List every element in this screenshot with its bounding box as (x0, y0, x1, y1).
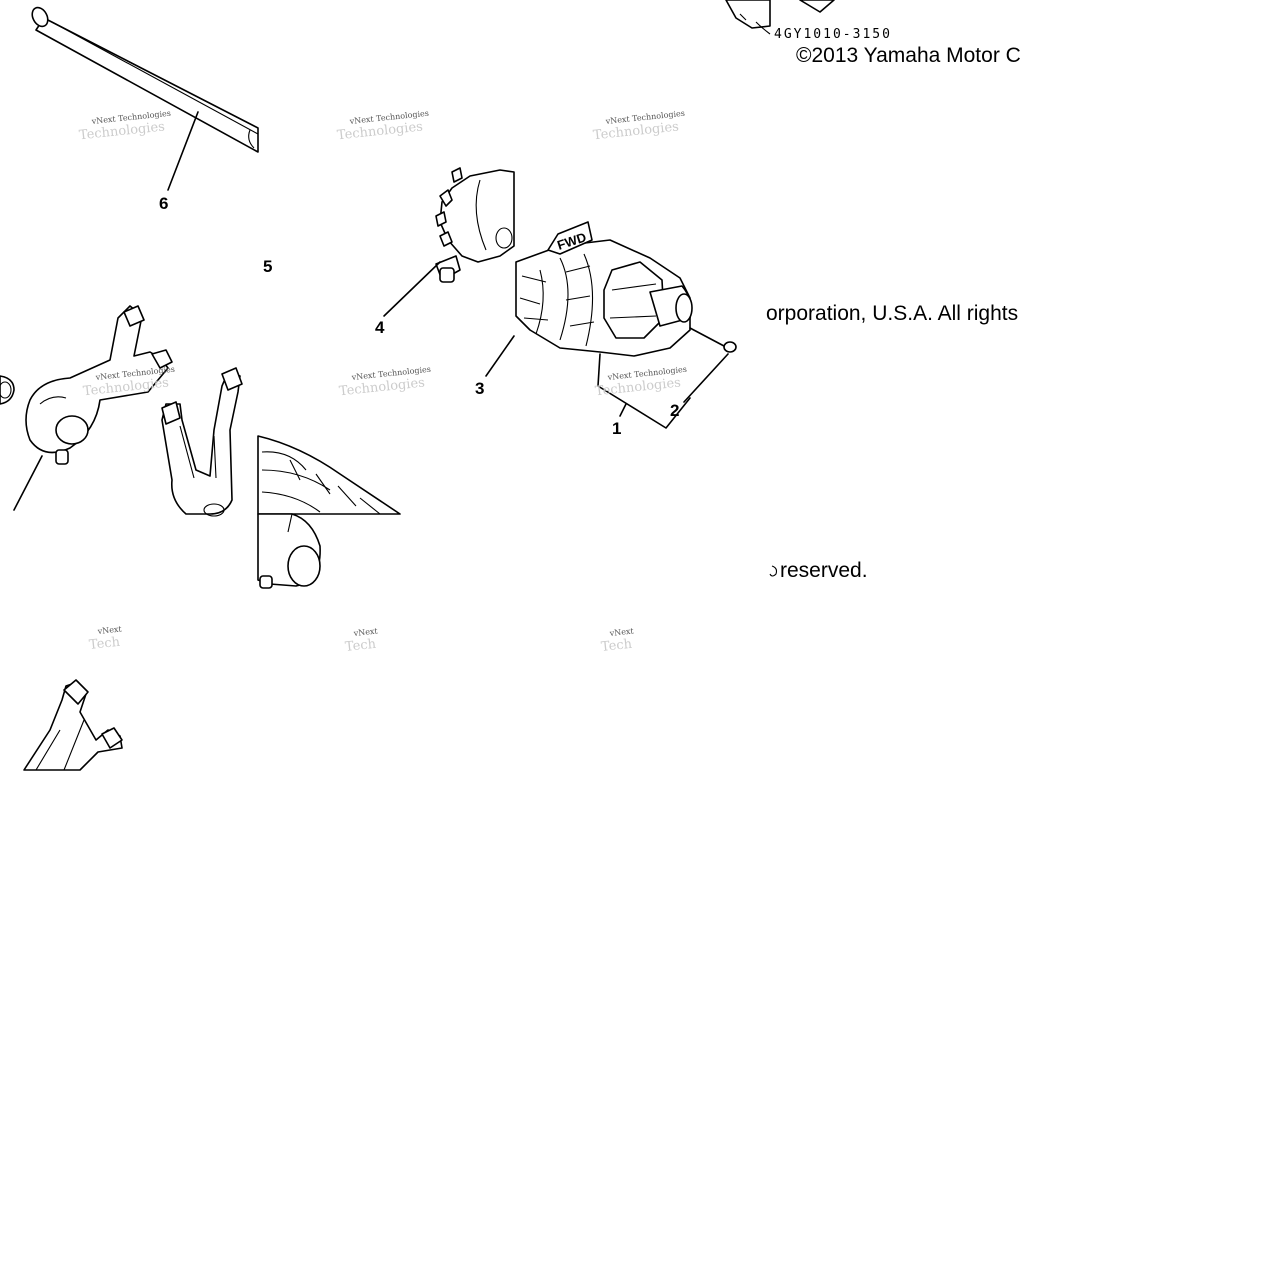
bracket-1 (597, 353, 691, 429)
leader-line-2 (683, 327, 729, 403)
leader-line-1 (619, 403, 627, 417)
leader-line-4 (383, 261, 441, 317)
svg-text:Tech: Tech (88, 635, 121, 653)
shift-drum (515, 239, 693, 357)
shift-fork-guide-bar (31, 6, 259, 153)
svg-text:vNext: vNext (96, 624, 123, 636)
dowel-pin (723, 341, 737, 353)
callout-6: 6 (159, 194, 168, 213)
svg-text:vNext: vNext (352, 626, 379, 638)
callout-3: 3 (475, 379, 484, 398)
segment-bolt (435, 255, 461, 283)
shift-fork-right (161, 367, 243, 517)
leader-line-fork (13, 455, 43, 511)
shift-fork-lower (23, 679, 123, 771)
segment-gear (435, 167, 515, 263)
copyright-line-3: reserved. (780, 559, 868, 582)
svg-text:vNext: vNext (608, 626, 635, 638)
copyright-line-2: orporation, U.S.A. All rights (766, 302, 1018, 325)
leader-line-6 (167, 111, 199, 191)
part-number: 4GY1010-3150 (774, 27, 892, 42)
callout-2: 2 (670, 401, 679, 420)
left-edge-part (0, 375, 15, 405)
shift-fork-left (25, 305, 173, 465)
shift-drum-closeup (257, 435, 401, 589)
callout-1: 1 (612, 419, 621, 438)
stopper-fragment (725, 0, 835, 35)
watermarks: Technologies vNext Technologies Technolo… (78, 109, 687, 655)
copyright-line-1: ©2013 Yamaha Motor C (796, 44, 1021, 67)
svg-text:Tech: Tech (600, 637, 633, 655)
leader-line-3 (485, 335, 515, 377)
svg-text:Tech: Tech (344, 637, 377, 655)
callout-5: 5 (263, 257, 272, 276)
copyright-glyph-fragment (769, 565, 778, 577)
callout-4: 4 (375, 318, 385, 337)
